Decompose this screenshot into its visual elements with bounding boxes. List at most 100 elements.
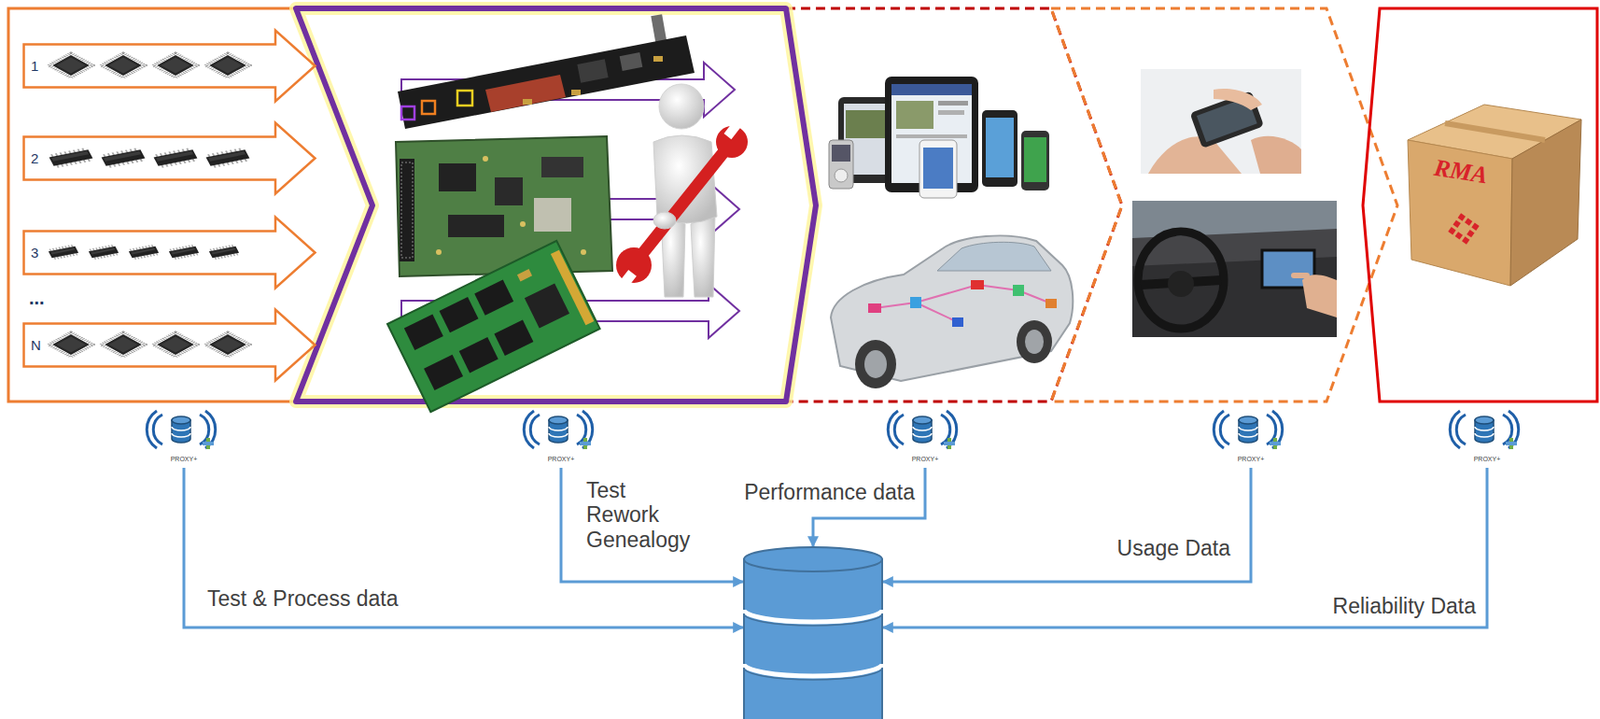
- chip-rows-part: [127, 245, 159, 260]
- rma-box-part-part: [1458, 212, 1466, 221]
- proxy-agent: PROXY+: [141, 407, 226, 467]
- stage-outlines-part: [1362, 8, 1598, 402]
- ssd-board-part: [517, 268, 533, 281]
- proxy-label: PROXY+: [519, 454, 604, 464]
- car-part: [970, 280, 984, 290]
- car-part: [1016, 320, 1053, 364]
- chip-rows-part: [208, 245, 239, 260]
- green-circuit-board-part: [435, 249, 442, 255]
- chip-rows-part: [153, 53, 198, 78]
- green-circuit-board: [395, 136, 613, 277]
- phone-logic-board-part: [401, 106, 415, 120]
- chip-rows: [47, 53, 251, 357]
- repair-person-part: [642, 151, 725, 254]
- proxy-icon-part: [1474, 426, 1494, 437]
- proxy-icon-part: [146, 410, 157, 449]
- car-part: [864, 350, 887, 379]
- ssd-board: [387, 240, 601, 412]
- proxy-icon-part: [1213, 410, 1224, 449]
- database-shape-part: [743, 667, 883, 680]
- input-arrow: 2: [22, 121, 317, 196]
- consumer-devices-part: [985, 117, 1014, 178]
- edge-label: Usage Data: [1115, 535, 1233, 561]
- consumer-devices-part: [828, 140, 854, 189]
- database-shape-part: [743, 547, 883, 572]
- phone-logic-board-part: [457, 90, 473, 106]
- ssd-board-part: [474, 279, 514, 315]
- green-circuit-board-part: [482, 155, 489, 162]
- ssd-board-part: [423, 354, 464, 391]
- arrow-shape: [22, 121, 317, 196]
- rma-box-part-part: [1447, 226, 1456, 235]
- arrow-shape: [22, 28, 317, 103]
- consumer-devices-part: [891, 84, 972, 96]
- proxy-icon-part: [171, 416, 191, 424]
- green-circuit-board-part: [494, 177, 523, 206]
- proxy-agent: PROXY+: [1208, 407, 1293, 467]
- consumer-devices-part: [896, 134, 968, 139]
- rma-box-part: [1510, 119, 1582, 286]
- edge-label: Test & Process data: [205, 586, 401, 611]
- database-shape-part: [743, 559, 883, 719]
- chip-rows-part: [100, 53, 146, 78]
- ssd-board-part: [439, 296, 479, 333]
- car-part: [855, 339, 897, 389]
- chip-rows-part: [153, 148, 198, 168]
- proxy-icon-part: [1456, 414, 1466, 445]
- proxy-icon-part: [1474, 416, 1494, 424]
- data-flow-connector: [883, 467, 1251, 582]
- database-shape-part: [743, 609, 883, 622]
- consumer-devices-part: [938, 100, 969, 106]
- consumer-devices-part: [834, 168, 848, 183]
- rma-box-part: [1447, 212, 1479, 244]
- rma-box-part-part: [1464, 217, 1473, 225]
- phone-in-hands-photo-part: [1250, 136, 1302, 174]
- proxy-label: PROXY+: [141, 454, 226, 464]
- proxy-icon-part: [912, 416, 932, 424]
- proxy-icon-part: [548, 416, 568, 424]
- proxy-agent: PROXY+: [883, 407, 968, 467]
- green-circuit-board-part: [541, 156, 584, 178]
- stage-outlines: [8, 8, 1598, 402]
- consumer-devices-part: [923, 147, 954, 189]
- chip-rows-part: [100, 148, 146, 168]
- input-arrow: N: [22, 308, 317, 382]
- green-circuit-board-part: [533, 197, 572, 232]
- ssd-board-part: [459, 336, 499, 373]
- phone-in-hands-photo: [1140, 69, 1302, 174]
- repair-person-part: [690, 212, 716, 297]
- consumer-devices-part: [831, 144, 851, 162]
- car: [830, 235, 1073, 389]
- consumer-devices-part: [1024, 137, 1047, 183]
- consumer-devices-part: [938, 110, 965, 115]
- chip-rows-part: [168, 245, 199, 260]
- phone-logic-board-part: [421, 100, 436, 114]
- chip-rows-part: [47, 245, 79, 260]
- car-part: [1012, 284, 1025, 296]
- car-part: [874, 284, 1052, 323]
- proxy-agent: PROXY+: [1445, 407, 1530, 467]
- proxy-icon-part: [1238, 426, 1258, 437]
- dashboard-photo-part: [1291, 272, 1310, 279]
- chip-rows-part: [100, 332, 146, 357]
- repair-person: [616, 84, 748, 297]
- proxy-icon-part: [894, 414, 904, 445]
- database-shape-part: [743, 613, 883, 626]
- phone-logic-board-part: [571, 89, 581, 96]
- chip-rows-part: [153, 332, 198, 357]
- repair-person-part: [724, 120, 743, 140]
- car-part: [952, 317, 964, 327]
- arrow-shape-part: [24, 123, 316, 195]
- data-flow-connector: [183, 467, 744, 628]
- phone-logic-board-part: [397, 35, 695, 129]
- phone-logic-board-part: [522, 98, 533, 105]
- green-circuit-board-part: [395, 136, 613, 277]
- ssd-board-part: [404, 314, 444, 351]
- green-circuit-board-part: [438, 163, 477, 192]
- edge-label: Performance data: [742, 479, 917, 505]
- ssd-board-part: [387, 240, 601, 412]
- proxy-agent: PROXY+: [519, 407, 604, 467]
- green-circuit-board-part: [399, 158, 415, 262]
- dashboard-photo-part: [1137, 231, 1224, 329]
- proxy-icon-part: [1220, 414, 1230, 445]
